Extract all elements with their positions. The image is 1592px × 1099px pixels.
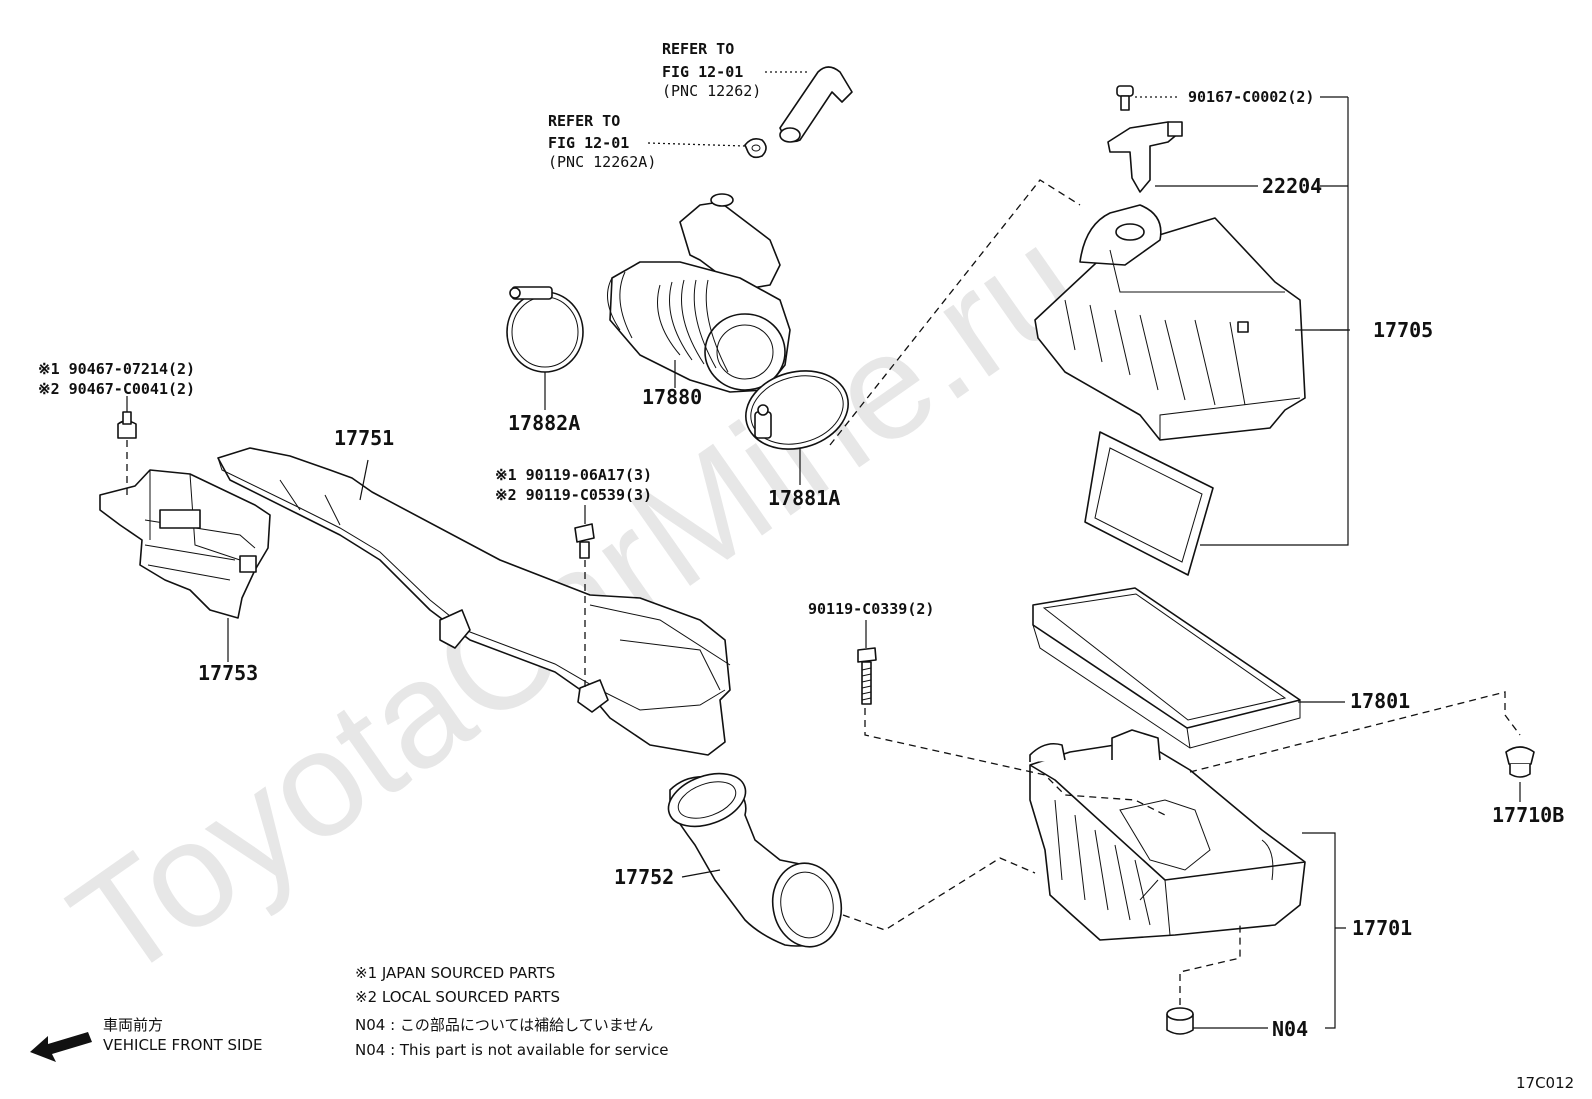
bolt-90119-C0339 — [857, 647, 877, 705]
bolt-90467 — [117, 411, 137, 439]
refer-lower-2: FIG 12-01 — [548, 134, 629, 152]
leader-17752 — [681, 869, 721, 878]
refer-lower-3: (PNC 12262A) — [548, 153, 656, 171]
bolt-90119 — [574, 523, 595, 559]
clamp-17882A — [506, 286, 584, 373]
hose-clip — [744, 138, 767, 159]
gasket-seal — [1084, 431, 1214, 576]
label-17752: 17752 — [614, 865, 674, 889]
legend-local: ※2 LOCAL SOURCED PARTS — [355, 988, 560, 1006]
grommet-17710B — [1505, 746, 1535, 778]
refer-upper-3: (PNC 12262) — [662, 82, 761, 100]
label-17801: 17801 — [1350, 689, 1410, 713]
assembly-line-n04 — [1179, 925, 1241, 1005]
front-arrow-icon — [30, 1032, 92, 1062]
refer-lower-1: REFER TO — [548, 112, 620, 130]
label-n04: N04 — [1272, 1017, 1308, 1041]
label-17882A: 17882A — [508, 411, 580, 435]
pcv-hose-connector — [779, 66, 853, 143]
air-filter-17801 — [1032, 587, 1301, 749]
assembly-line-bolt-case — [864, 708, 1166, 816]
clamp-17881A — [745, 370, 849, 450]
air-inlet-17751 — [217, 447, 731, 756]
label-bolt-left-1: ※1 90467-07214(2) — [38, 360, 195, 378]
label-17880: 17880 — [642, 385, 702, 409]
label-17751: 17751 — [334, 426, 394, 450]
direction-jp: 車両前方 — [103, 1016, 163, 1034]
leader-17701 — [1302, 832, 1346, 1029]
duct-elbow-17752 — [667, 772, 843, 948]
assembly-line-elbow — [842, 857, 1036, 931]
label-17881A: 17881A — [768, 486, 840, 510]
refer-upper-2: FIG 12-01 — [662, 63, 743, 81]
label-90167: 90167-C0002(2) — [1188, 88, 1314, 106]
cap-N04 — [1166, 1007, 1194, 1035]
label-17710B: 17710B — [1492, 803, 1564, 827]
label-17701: 17701 — [1352, 916, 1412, 940]
bracket-17705 — [1200, 96, 1349, 546]
label-bolt-mid-2: ※2 90119-C0539(3) — [495, 486, 652, 504]
assembly-line-cap-hose — [829, 179, 1081, 446]
label-bolt-mid-1: ※1 90119-06A17(3) — [495, 466, 652, 484]
air-cleaner-cap-17705 — [1034, 204, 1306, 441]
label-90119-c0339: 90119-C0339(2) — [808, 600, 934, 618]
direction-en: VEHICLE FRONT SIDE — [103, 1036, 263, 1054]
screw-90167 — [1116, 85, 1134, 111]
intake-hose-17880 — [607, 193, 791, 393]
assembly-line-grommet — [1189, 691, 1521, 773]
label-17753: 17753 — [198, 661, 258, 685]
refer-upper-1: REFER TO — [662, 40, 734, 58]
legend-n04-jp: N04 : この部品については補給していません — [355, 1016, 653, 1034]
legend-n04-en: N04 : This part is not available for ser… — [355, 1041, 669, 1059]
leader-refer-lower — [647, 142, 746, 147]
legend-japan: ※1 JAPAN SOURCED PARTS — [355, 964, 555, 982]
sensor-22204 — [1107, 121, 1183, 193]
figure-code: 17C012 — [1516, 1074, 1574, 1092]
air-cleaner-case-17701 — [1029, 729, 1306, 941]
label-22204: 22204 — [1262, 174, 1322, 198]
label-bolt-left-2: ※2 90467-C0041(2) — [38, 380, 195, 398]
label-17705: 17705 — [1373, 318, 1433, 342]
leader-17751 — [359, 459, 369, 501]
bracket-17753 — [99, 469, 271, 619]
